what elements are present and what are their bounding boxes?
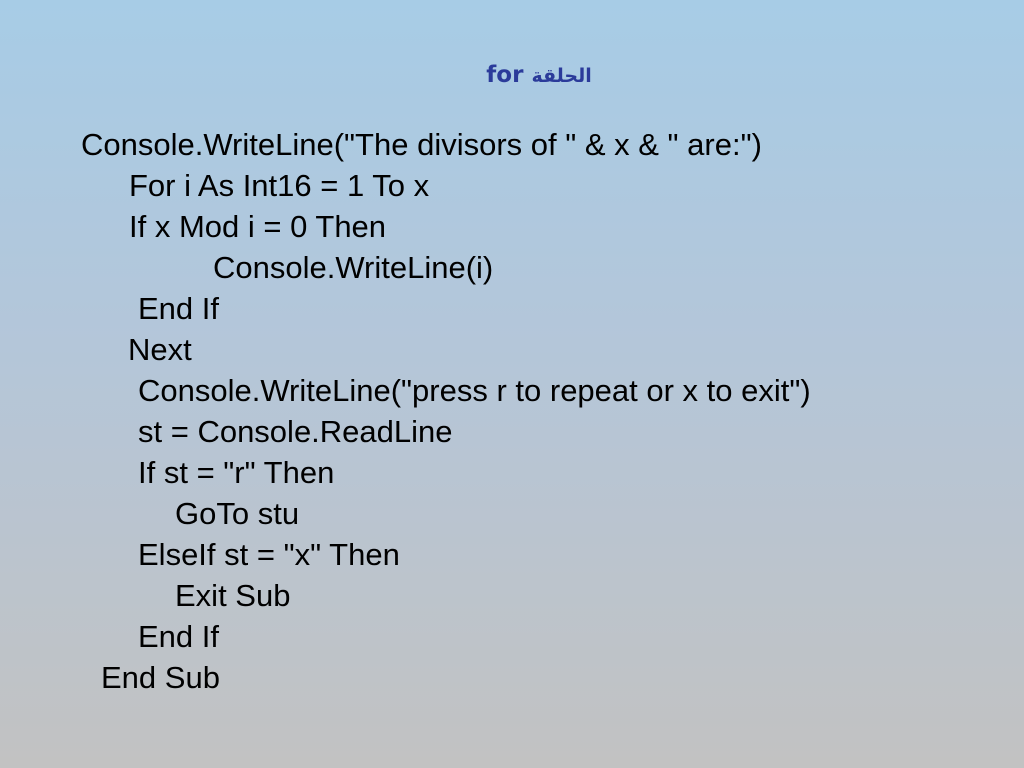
code-line-13: End If <box>138 619 219 654</box>
code-line-11: ElseIf st = "x" Then <box>138 537 400 572</box>
code-line-1: Console.WriteLine("The divisors of " & x… <box>81 127 762 162</box>
code-line-7: Console.WriteLine("press r to repeat or … <box>138 373 811 408</box>
code-line-8: st = Console.ReadLine <box>138 414 453 449</box>
code-line-10: GoTo stu <box>175 496 300 531</box>
title-keyword: for <box>486 62 524 88</box>
code-line-2: For i As Int16 = 1 To x <box>129 168 430 203</box>
slide-title: for الحلقة <box>0 62 1024 88</box>
code-line-3: If x Mod i = 0 Then <box>129 209 387 244</box>
code-line-5: End If <box>138 291 219 326</box>
code-line-6: Next <box>128 332 192 367</box>
code-line-9: If st = "r" Then <box>138 455 335 490</box>
code-line-12: Exit Sub <box>175 578 291 613</box>
code-line-14: End Sub <box>101 660 220 695</box>
title-arabic: الحلقة <box>531 65 592 87</box>
code-line-4: Console.WriteLine(i) <box>213 250 494 285</box>
